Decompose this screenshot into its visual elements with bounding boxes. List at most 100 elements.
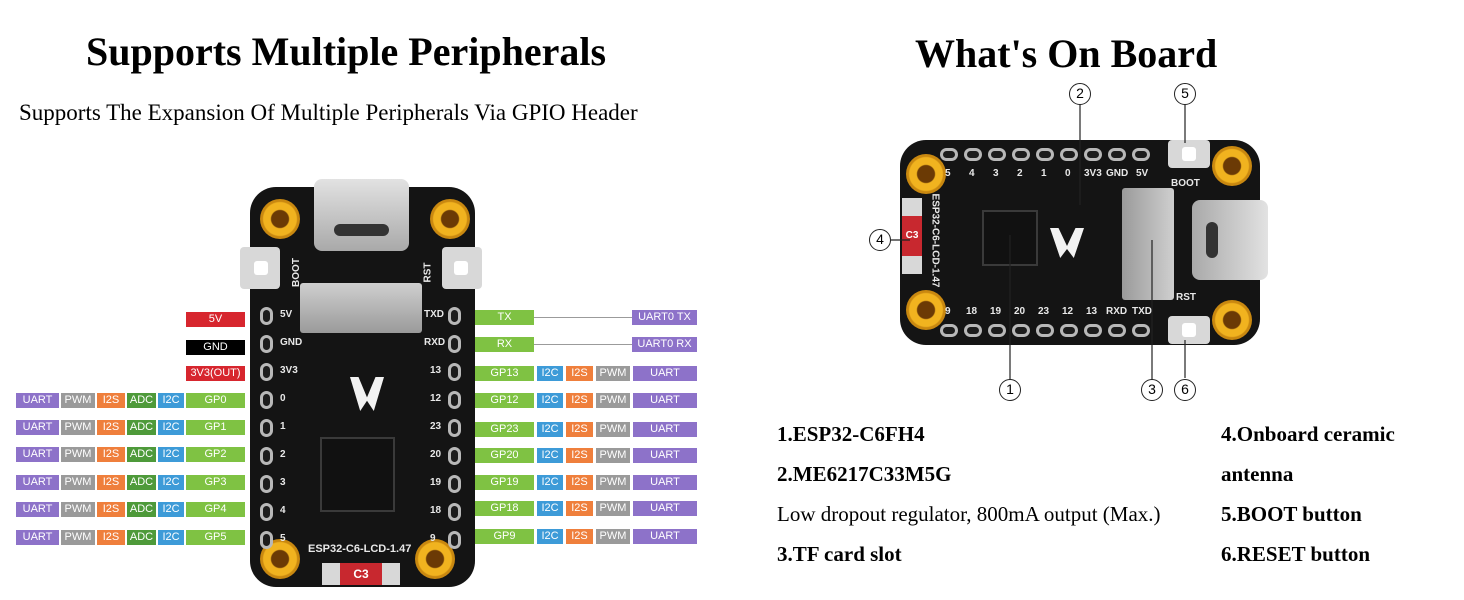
- func-label-pwm: PWM: [61, 420, 95, 435]
- pin-label: TXD: [1132, 306, 1152, 317]
- uart-func-label: UART0 RX: [632, 337, 697, 352]
- func-label-pwm: PWM: [596, 475, 630, 490]
- func-label-i2c: I2C: [537, 475, 563, 490]
- antenna-mark: C3: [340, 563, 382, 585]
- pin-label: GND: [280, 337, 303, 348]
- func-label-i2c: I2C: [537, 393, 563, 408]
- func-label-i2c: I2C: [158, 393, 184, 408]
- pin-label: 18: [430, 505, 442, 516]
- func-label-uart: UART: [16, 475, 59, 490]
- func-label-i2c: I2C: [158, 475, 184, 490]
- reset-button[interactable]: [442, 247, 482, 289]
- reset-button[interactable]: [1168, 316, 1210, 344]
- mounting-hole: [906, 154, 946, 194]
- gpio-label: GP3: [186, 475, 245, 490]
- pin-label: 12: [430, 393, 442, 404]
- gpio-label: GP13: [475, 366, 534, 381]
- callout-2: 2: [1069, 83, 1091, 105]
- pin-label: 5: [280, 533, 286, 544]
- func-label-i2s: I2S: [97, 502, 125, 517]
- func-label-pwm: PWM: [596, 501, 630, 516]
- func-label-uart: UART: [633, 366, 697, 381]
- gpio-label: GP9: [475, 529, 534, 544]
- callout-1: 1: [999, 379, 1021, 401]
- connector-line: [534, 344, 632, 345]
- esp32-chip: [320, 437, 395, 512]
- gpio-label: GP20: [475, 448, 534, 463]
- pin-label: 9: [945, 306, 951, 317]
- pin-label: 3: [280, 477, 286, 488]
- usb-c-port: [314, 179, 409, 251]
- func-label-i2c: I2C: [537, 366, 563, 381]
- pin-label: 0: [1065, 168, 1071, 179]
- func-label-i2c: I2C: [537, 501, 563, 516]
- pin-label: 0: [280, 393, 286, 404]
- right-board: BOOT RST 5 4 3 2 1 0 3V3 GND 5V 9 18 19 …: [900, 140, 1268, 345]
- gpio-label: GP0: [186, 393, 245, 408]
- component-3-label: 3.TF card slot: [777, 542, 902, 566]
- gpio-label: GP12: [475, 393, 534, 408]
- boot-button[interactable]: [240, 247, 280, 289]
- power-label-5v: 5V: [186, 312, 245, 327]
- callout-3: 3: [1141, 379, 1163, 401]
- func-label-i2c: I2C: [537, 529, 563, 544]
- func-label-pwm: PWM: [61, 475, 95, 490]
- pin-label: 20: [430, 449, 442, 460]
- mounting-hole: [260, 199, 300, 239]
- func-label-i2s: I2S: [566, 475, 593, 490]
- antenna-mark: C3: [902, 216, 922, 256]
- func-label-adc: ADC: [127, 447, 156, 462]
- left-board: BOOT RST 5V GND 3V3 0 1 2 3 4 5 TXD RXD …: [240, 179, 482, 587]
- pin-label: 23: [1038, 306, 1050, 317]
- pin-label: 3V3: [1084, 168, 1102, 179]
- func-label-uart: UART: [633, 475, 697, 490]
- func-label-pwm: PWM: [61, 447, 95, 462]
- func-label-i2s: I2S: [566, 448, 593, 463]
- pin-label: 20: [1014, 306, 1026, 317]
- func-label-uart: UART: [633, 448, 697, 463]
- component-4-label: 4.Onboard ceramic: [1221, 422, 1395, 446]
- callout-5: 5: [1174, 83, 1196, 105]
- func-label-i2s: I2S: [97, 420, 125, 435]
- gpio-label: GP18: [475, 501, 534, 516]
- func-label-i2c: I2C: [158, 530, 184, 545]
- func-label-i2c: I2C: [537, 448, 563, 463]
- pin-label: 19: [430, 477, 442, 488]
- pin-label: 13: [430, 365, 442, 376]
- func-label-pwm: PWM: [596, 448, 630, 463]
- func-label-i2c: I2C: [158, 502, 184, 517]
- pin-label: 9: [430, 533, 436, 544]
- func-label-adc: ADC: [127, 393, 156, 408]
- boot-silk-label: BOOT: [1171, 178, 1200, 189]
- pin-label: 5: [945, 168, 951, 179]
- func-label-i2s: I2S: [97, 530, 125, 545]
- gpio-label: GP19: [475, 475, 534, 490]
- ceramic-antenna: C3: [902, 198, 922, 274]
- uart-func-label: UART0 TX: [632, 310, 697, 325]
- func-label-uart: UART: [633, 422, 697, 437]
- pin-label: 1: [1041, 168, 1047, 179]
- board-model-label: ESP32-C6-LCD-1.47: [308, 543, 412, 555]
- gpio-label: GP5: [186, 530, 245, 545]
- pin-label: 3V3: [280, 365, 298, 376]
- func-label-uart: UART: [16, 530, 59, 545]
- gpio-label: GP23: [475, 422, 534, 437]
- callout-6: 6: [1174, 379, 1196, 401]
- func-label-uart: UART: [633, 501, 697, 516]
- connector-line: [534, 317, 632, 318]
- func-label-i2c: I2C: [537, 422, 563, 437]
- gpio-label: GP1: [186, 420, 245, 435]
- pin-label: 2: [1017, 168, 1023, 179]
- power-label-3v3: 3V3(OUT): [186, 366, 245, 381]
- func-label-i2s: I2S: [97, 447, 125, 462]
- func-label-i2s: I2S: [97, 475, 125, 490]
- right-title: What's On Board: [915, 31, 1218, 76]
- pin-label: RXD: [1106, 306, 1128, 317]
- func-label-adc: ADC: [127, 475, 156, 490]
- boot-button[interactable]: [1168, 140, 1210, 168]
- tf-card-slot: [300, 283, 422, 333]
- usb-c-port: [1192, 200, 1268, 280]
- func-label-uart: UART: [16, 393, 59, 408]
- component-2-label: 2.ME6217C33M5G: [777, 462, 952, 486]
- func-label-pwm: PWM: [61, 530, 95, 545]
